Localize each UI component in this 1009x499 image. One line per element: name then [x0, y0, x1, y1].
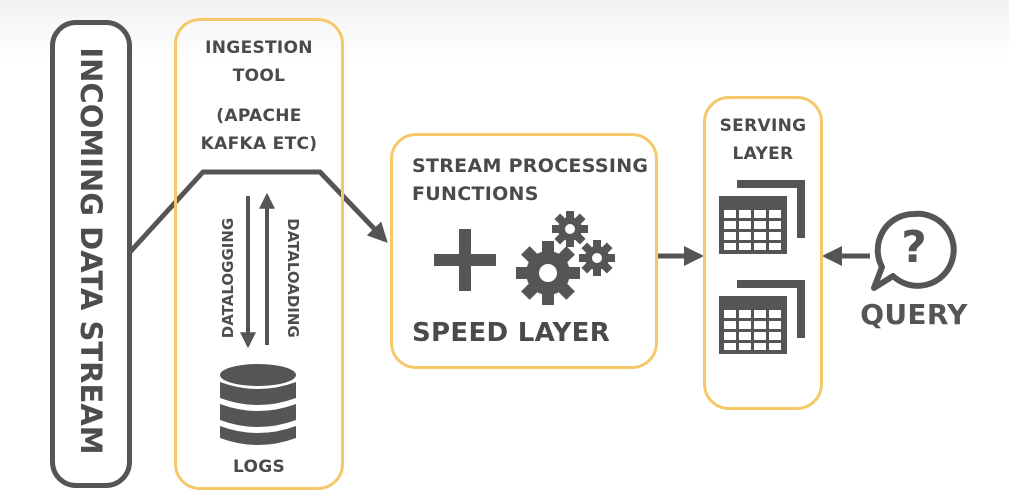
- ingestion-tool-box: [174, 18, 344, 490]
- table-icon: [719, 180, 805, 254]
- stream-title-line2: FUNCTIONS: [412, 183, 539, 205]
- svg-text:?: ?: [901, 222, 927, 273]
- serving-title-line1: SERVING: [719, 116, 807, 136]
- ingestion-sub-line2: KAFKA ETC): [200, 134, 318, 154]
- logs-label: LOGS: [232, 457, 286, 477]
- query-label: QUERY: [860, 298, 968, 331]
- ingestion-title-line1: INGESTION: [205, 38, 313, 58]
- flow-line: [128, 169, 388, 254]
- ingestion-title-line2: TOOL: [232, 66, 286, 86]
- stream-processing-box: [390, 133, 658, 369]
- speed-layer-label: SPEED LAYER: [412, 318, 611, 348]
- stream-title-line1: STREAM PROCESSING: [412, 155, 649, 177]
- ingestion-sub-line1: (APACHE: [216, 106, 302, 126]
- table-icon: [719, 280, 805, 354]
- serving-title-line2: LAYER: [732, 144, 794, 164]
- incoming-data-stream-box: [50, 20, 132, 488]
